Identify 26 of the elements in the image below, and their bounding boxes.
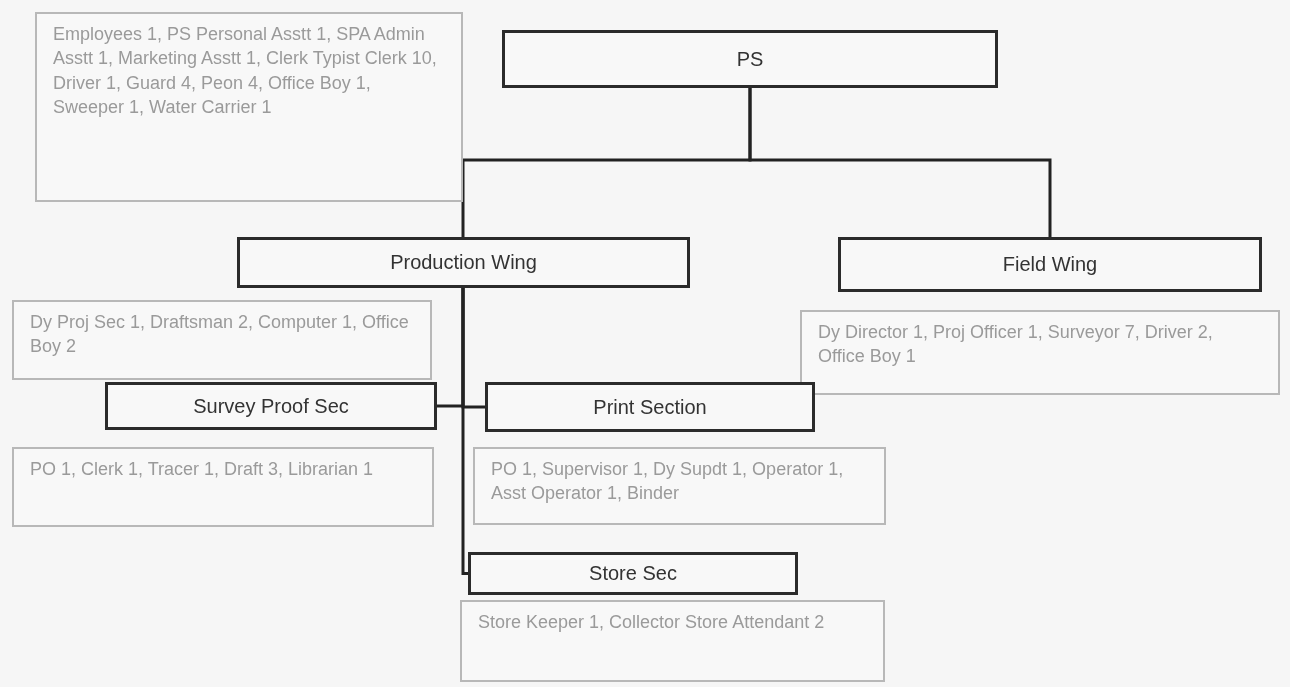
staff-text: Store Keeper 1, Collector Store Attendant 2 — [478, 611, 826, 634]
staff-text: Employees 1, PS Personal Asstt 1, SPA Admin Asstt 1, Marketing Asstt 1, Clerk Typist Clerk 10, Driver 1, Guard 4, Peon 4, Office Boy 1, Sweeper 1, Water Carrier 1 — [53, 23, 438, 119]
unit-box — [502, 30, 998, 88]
unit-box — [838, 237, 1262, 292]
connector-line — [748, 88, 1052, 237]
connector-line — [461, 288, 468, 575]
staff-text: Dy Proj Sec 1, Draftsman 2, Computer 1, Office Boy 2 — [30, 311, 410, 359]
unit-box — [468, 552, 798, 595]
staff-list-box — [12, 300, 432, 380]
staff-text: PO 1, Supervisor 1, Dy Supdt 1, Operator 1, Asst Operator 1, Binder — [491, 458, 845, 506]
unit-box — [485, 382, 815, 432]
staff-list-box — [35, 12, 463, 202]
staff-text: PO 1, Clerk 1, Tracer 1, Draft 3, Librarian 1 — [30, 458, 375, 481]
unit-box — [105, 382, 437, 430]
staff-list-box — [460, 600, 885, 682]
unit-name: Print Section — [593, 395, 707, 419]
unit-name: PS — [736, 47, 764, 71]
staff-list-box — [12, 447, 434, 527]
staff-list-box — [800, 310, 1280, 395]
unit-name: Field Wing — [1002, 253, 1098, 276]
unit-name: Production Wing — [390, 251, 537, 274]
unit-box — [237, 237, 690, 288]
unit-name: Survey Proof Sec — [193, 394, 349, 418]
staff-text: Dy Director 1, Proj Officer 1, Surveyor 7, Driver 2, Office Boy 1 — [818, 321, 1214, 369]
staff-list-box — [473, 447, 886, 525]
unit-name: Store Sec — [589, 562, 677, 585]
